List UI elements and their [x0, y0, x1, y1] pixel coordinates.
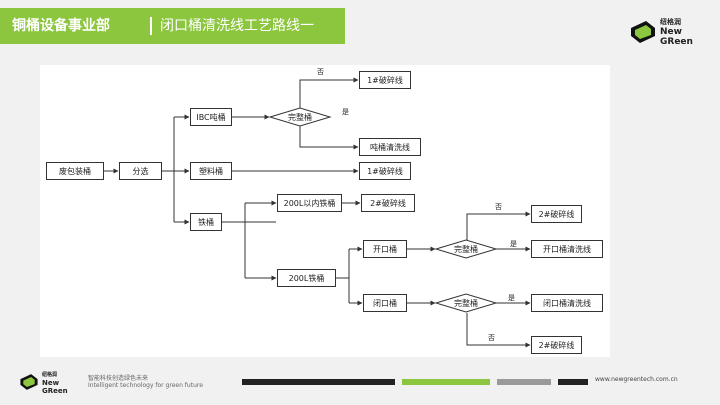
node-crusher-1a: 1#破碎线 [359, 71, 411, 89]
section-title: 铜桶设备事业部 [12, 18, 110, 34]
decision-diamond-2 [434, 239, 498, 259]
header-bar: 铜桶设备事业部 闭口桶清洗线工艺路线一 [0, 8, 345, 44]
decision-diamond-3 [434, 293, 498, 313]
node-intact-1: 完整桶 [288, 112, 312, 122]
footer-logo: 纽格润 New GReen [18, 372, 80, 398]
decision-diamond-1 [268, 107, 332, 127]
node-crusher-2a: 2#破碎线 [361, 194, 415, 212]
header-divider [150, 17, 152, 35]
node-iron-under-200l: 200L以内铁桶 [277, 194, 342, 212]
node-iron-200l: 200L铁桶 [277, 269, 336, 287]
edge-label-no-3: 否 [488, 334, 495, 342]
node-closed-drum-wash: 闭口桶清洗线 [531, 294, 603, 312]
footer-bar-1 [242, 379, 395, 385]
footer-slogan-cn: 智能科技创造绿色未来 [88, 375, 149, 382]
edge-label-yes-2: 是 [510, 240, 517, 248]
footer-bar-3 [497, 379, 551, 385]
edge-label-no-2: 否 [495, 203, 502, 211]
footer-brand-en-line1: New [42, 379, 60, 387]
edge-label-yes-3: 是 [508, 294, 515, 302]
node-crusher-2c: 2#破碎线 [531, 336, 582, 354]
node-intact-3: 完整桶 [454, 298, 478, 308]
footer-url: www.newgreentech.com.cn [595, 376, 678, 383]
node-crusher-2b: 2#破碎线 [531, 205, 582, 223]
slide-title: 闭口桶清洗线工艺路线一 [160, 18, 314, 34]
brand-en-line1: New [660, 27, 682, 37]
footer-brand-cn-name: 纽格润 [42, 372, 58, 378]
edge-label-no-1: 否 [317, 68, 324, 76]
brand-en-line2: GReen [660, 37, 693, 47]
footer-slogan-en: Intelligent technology for green future [88, 382, 203, 389]
node-sorting: 分选 [119, 162, 162, 180]
node-iron-drum: 铁桶 [190, 213, 222, 231]
footer-bar-4 [558, 379, 588, 385]
node-crusher-1b: 1#破碎线 [359, 162, 411, 180]
flowchart-canvas: 废包装桶 分选 IBC吨桶 1#破碎线 吨桶清洗线 塑料桶 1#破碎线 铁桶 2… [40, 65, 610, 357]
footer-bar-2 [402, 379, 490, 385]
node-intact-2: 完整桶 [454, 244, 478, 254]
node-ton-drum-wash: 吨桶清洗线 [359, 138, 421, 156]
footer-brand-en-line2: GReen [42, 387, 68, 395]
node-open-drum-wash: 开口桶清洗线 [531, 240, 603, 258]
brand-cn-name: 纽格润 [660, 18, 681, 26]
logo-mark-icon [631, 21, 655, 43]
node-ibc-drum: IBC吨桶 [190, 108, 232, 126]
footer-logo-mark-icon [20, 374, 38, 390]
flowchart-connectors [104, 77, 531, 348]
node-open-drum: 开口桶 [363, 240, 407, 258]
edge-label-yes-1: 是 [342, 108, 349, 116]
node-plastic-drum: 塑料桶 [190, 162, 232, 180]
node-closed-drum: 闭口桶 [363, 294, 407, 312]
brand-logo: 纽格润 New GReen [628, 18, 708, 52]
node-waste-drum: 废包装桶 [46, 162, 104, 180]
